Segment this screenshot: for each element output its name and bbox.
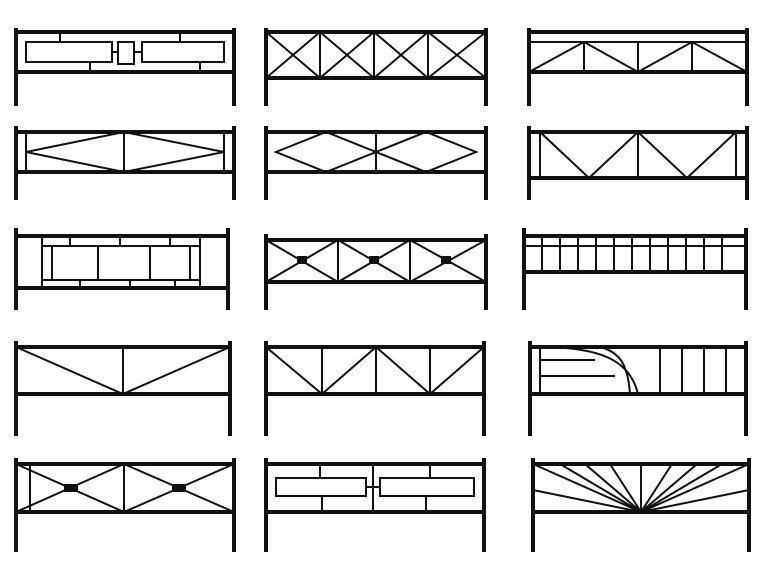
fence-design-curved-bars	[528, 341, 748, 436]
fence-design-brick-panel	[14, 228, 230, 310]
fence-design-cross-lattice	[264, 28, 488, 106]
fence-design-sunburst	[531, 458, 751, 552]
fence-design-triangles-top-band	[527, 28, 749, 106]
fence-design-wide-v	[14, 341, 232, 436]
fence-design-double-v	[264, 341, 486, 436]
fence-design-x-panel-knots	[14, 458, 236, 552]
fence-design-zigzag	[527, 126, 749, 200]
fence-design-diamonds	[264, 126, 488, 200]
fence-design-vertical-bars	[522, 228, 748, 310]
fence-design-x-with-knots	[264, 234, 488, 310]
fence-design-long-rectangles	[264, 458, 486, 552]
fence-design-double-diamond	[14, 126, 236, 200]
fence-design-rectangles-panel	[14, 28, 236, 106]
